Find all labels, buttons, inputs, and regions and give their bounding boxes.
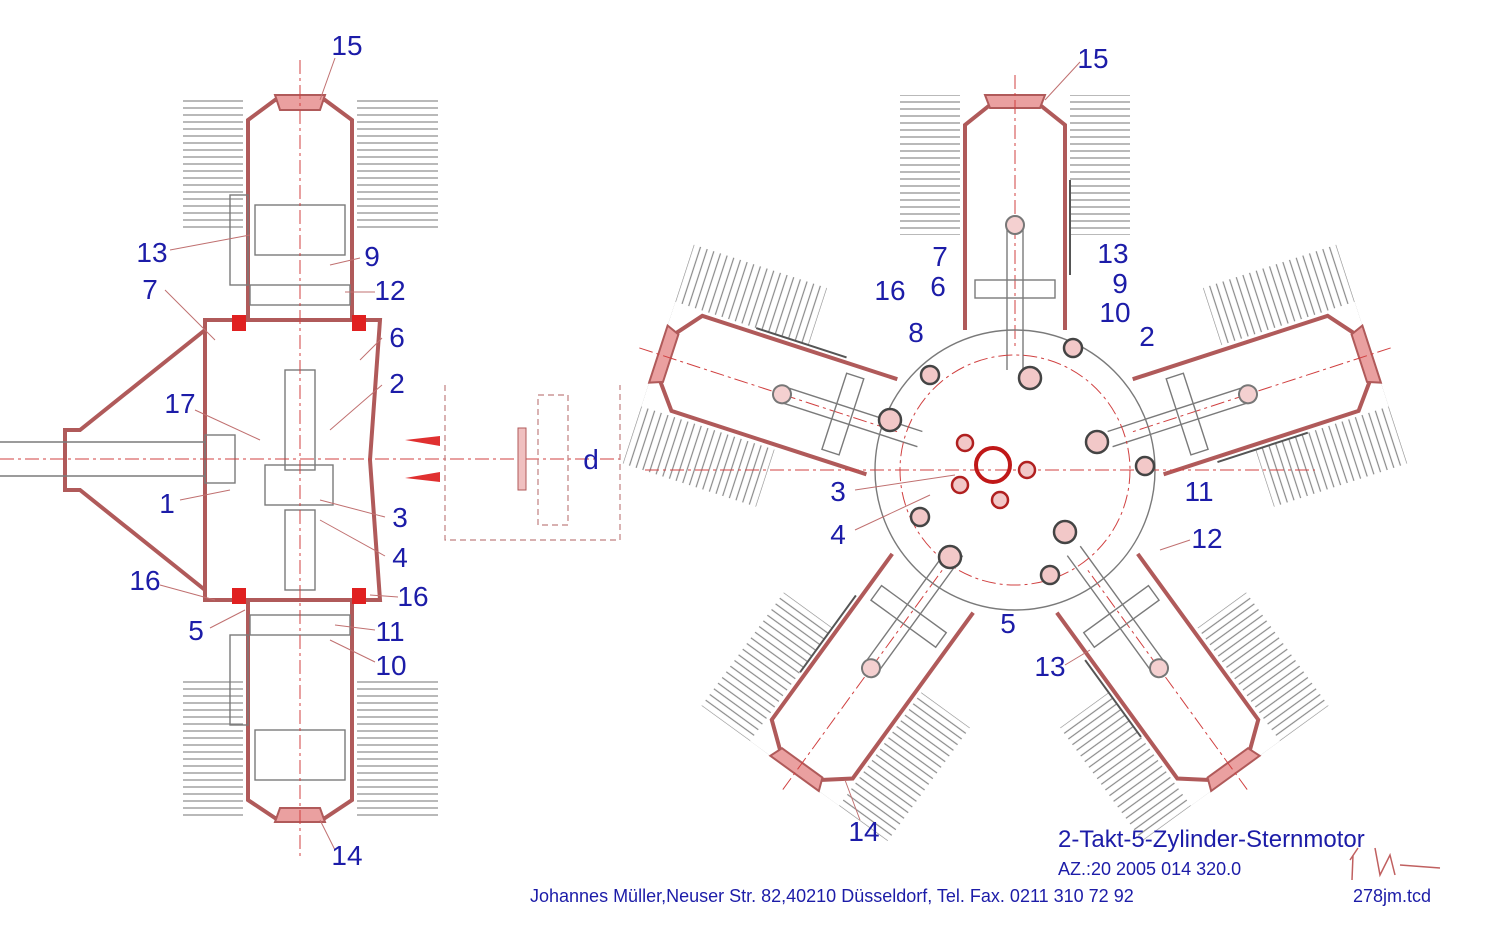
part-label: 8: [908, 317, 924, 348]
address: Johannes Müller,Neuser Str. 82,40210 Düs…: [530, 886, 1134, 906]
part-label: 2: [389, 368, 405, 399]
part-label: 9: [364, 241, 380, 272]
part-label: 4: [392, 542, 408, 573]
part-label: 11: [375, 616, 404, 647]
part-label: 11: [1184, 476, 1213, 507]
part-label: 10: [1099, 297, 1130, 328]
part-label: 4: [830, 519, 846, 550]
drawing-title: 2-Takt-5-Zylinder-Sternmotor: [1058, 826, 1365, 853]
part-label: 9: [1112, 268, 1128, 299]
part-label: 12: [374, 275, 405, 306]
part-label: 3: [392, 502, 408, 533]
part-label: 16: [874, 275, 905, 306]
part-label: 13: [136, 237, 167, 268]
part-label: 16: [397, 581, 428, 612]
part-label: d: [583, 444, 599, 475]
signature: [1349, 847, 1441, 881]
part-label: 6: [389, 322, 405, 353]
side-section-view: [0, 60, 621, 860]
part-label: 15: [1077, 43, 1108, 74]
part-label: 15: [331, 30, 362, 61]
part-label: 5: [1000, 608, 1016, 639]
part-label: 1: [159, 488, 175, 519]
part-label: 7: [932, 241, 948, 272]
star-engine-view: [601, 73, 1429, 857]
leader-lines: [159, 57, 1191, 851]
part-label: 3: [830, 476, 846, 507]
right-view-labels: 15 7 13 9 16 6 10 8 2 3 11 4 12 5 13 14: [830, 43, 1222, 847]
part-label: 13: [1034, 651, 1065, 682]
file-number: AZ.:20 2005 014 320.0: [1058, 859, 1241, 879]
part-label: 16: [129, 565, 160, 596]
part-label: 14: [331, 840, 362, 871]
part-label: 2: [1139, 321, 1155, 352]
part-label: 13: [1097, 238, 1128, 269]
part-label: 7: [142, 274, 158, 305]
file-name: 278jm.tcd: [1353, 886, 1431, 906]
part-label: 12: [1191, 523, 1222, 554]
part-label: 17: [164, 388, 195, 419]
part-label: 10: [375, 650, 406, 681]
crank-pin: [974, 446, 1012, 484]
left-view-labels: 15 13 9 7 12 6 2 17 1 3 4 16 16 5 11 10 …: [129, 30, 598, 871]
title-block: 2-Takt-5-Zylinder-Sternmotor AZ.:20 2005…: [530, 826, 1441, 906]
part-label: 5: [188, 615, 204, 646]
part-label: 14: [848, 816, 879, 847]
part-label: 6: [930, 271, 946, 302]
